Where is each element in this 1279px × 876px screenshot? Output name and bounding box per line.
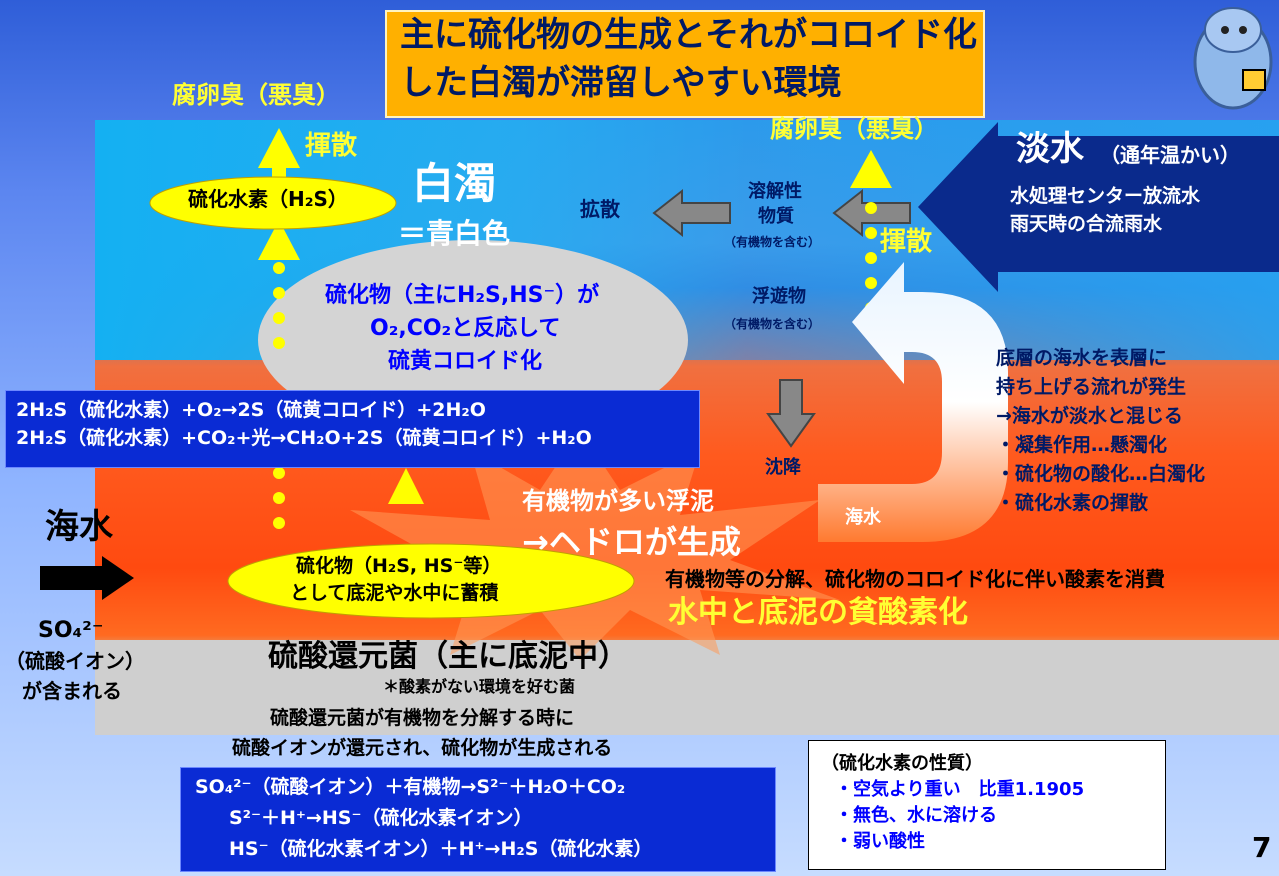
- white-turbid-subtitle: ＝青白色: [398, 217, 511, 250]
- sediment-layer: [95, 640, 1279, 735]
- sulfate-line1: SO₄²⁻: [38, 618, 104, 643]
- settling-arrow: [766, 379, 816, 448]
- settling-label: 沈降: [765, 457, 801, 478]
- freshwater-line2: 雨天時の合流雨水: [1010, 213, 1163, 235]
- reaction-top-line2: 2H₂S（硫化水素）+CO₂+光→CH₂O+2S（硫黄コロイド）+H₂O: [16, 426, 592, 449]
- seawater-small-label: 海水: [845, 507, 881, 528]
- srb-line1: 硫酸還元菌が有機物を分解する時に: [270, 707, 575, 729]
- mascot-icon: [1193, 7, 1273, 110]
- reactions-top-box: 2H₂S（硫化水素）+O₂→2S（硫黄コロイド）+2H₂O 2H₂S（硫化水素）…: [5, 390, 700, 468]
- colloid-line3: 硫黄コロイド化: [388, 349, 543, 374]
- dissolved-line2: 物質: [758, 206, 794, 227]
- reaction-top-line1: 2H₂S（硫化水素）+O₂→2S（硫黄コロイド）+2H₂O: [16, 399, 486, 421]
- freshwater-line1: 水処理センター放流水: [1010, 185, 1201, 207]
- srb-note: ＊酸素がない環境を好む菌: [383, 677, 576, 696]
- suspended-note: （有機物を含む）: [724, 317, 821, 331]
- sulfide-up-arrow: [388, 468, 424, 504]
- reactions-bottom-box: SO₄²⁻（硫酸イオン）＋有機物→S²⁻＋H₂O＋CO₂ S²⁻＋H⁺→HS⁻（…: [180, 767, 776, 872]
- srb-title: 硫酸還元菌（主に底泥中）: [268, 639, 628, 674]
- reaction-bottom-line3: HS⁻（硫化水素イオン）＋H⁺→H₂S（硫化水素）: [229, 838, 653, 860]
- h2s-oval-shape: [149, 176, 397, 230]
- upwelling-line: ・硫化水素の揮散: [996, 492, 1149, 514]
- dissolved-note: （有機物を含む）: [724, 235, 821, 249]
- upwelling-line: 持ち上げる流れが発生: [996, 376, 1187, 398]
- properties-title: （硫化水素の性質）: [821, 753, 983, 774]
- diffusion-label: 拡散: [580, 197, 620, 221]
- freshwater-title: 淡水: [1016, 129, 1084, 169]
- suspended-line1: 浮遊物: [752, 286, 806, 307]
- reaction-bottom-line1: SO₄²⁻（硫酸イオン）＋有機物→S²⁻＋H₂O＋CO₂: [195, 776, 626, 798]
- upwelling-arrow: [818, 262, 1008, 542]
- sulfate-line3: が含まれる: [22, 679, 122, 703]
- seawater-arrow: [40, 556, 134, 600]
- sulfide-line2: として底泥や水中に蓄積: [290, 582, 499, 604]
- volatilize-right-label: 揮散: [880, 227, 933, 257]
- diffusion-arrow: [652, 188, 731, 238]
- upwelling-line: 底層の海水を表層に: [996, 347, 1168, 369]
- reaction-bottom-line2: S²⁻＋H⁺→HS⁻（硫化水素イオン）: [229, 807, 533, 829]
- property-item: ・無色、水に溶ける: [835, 805, 997, 827]
- sulfide-line1: 硫化物（H₂S, HS⁻等）: [296, 555, 502, 577]
- freshwater-arrow: [918, 122, 1279, 292]
- volatilize-left-label: 揮散: [305, 131, 358, 161]
- upwelling-line: →海水が淡水と混じる: [996, 405, 1183, 427]
- dissolved-line1: 溶解性: [748, 181, 802, 202]
- colloid-line1: 硫化物（主にH₂S,HS⁻）が: [325, 283, 600, 308]
- colloid-line2: O₂,CO₂と反応して: [370, 316, 561, 341]
- title-box: [385, 10, 985, 118]
- title-line2: した白濁が滞留しやすい環境: [400, 63, 842, 103]
- property-item: ・空気より重い 比重1.1905: [835, 779, 1085, 801]
- properties-box: （硫化水素の性質） ・空気より重い 比重1.1905 ・無色、水に溶ける ・弱い…: [808, 740, 1166, 870]
- h2s-oval-label: 硫化水素（H₂S）: [188, 187, 348, 211]
- upwelling-text: 底層の海水を表層に 持ち上げる流れが発生 →海水が淡水と混じる ・凝集作用…懸濁…: [996, 344, 1205, 518]
- srb-line2: 硫酸イオンが還元され、硫化物が生成される: [232, 737, 613, 759]
- title-line1: 主に硫化物の生成とそれがコロイド化: [400, 15, 977, 55]
- freshwater-title-note: （通年温かい）: [1100, 143, 1240, 167]
- oxygen-consumption-label: 有機物等の分解、硫化物のコロイド化に伴い酸素を消費: [665, 567, 1165, 591]
- sulfide-oval-shape: [227, 543, 635, 619]
- sludge-burst-shape: [330, 430, 840, 660]
- upwelling-line: ・凝集作用…懸濁化: [996, 434, 1168, 456]
- white-turbid-title: 白濁: [412, 159, 497, 208]
- odor-right-label: 腐卵臭（悪臭）: [770, 115, 938, 143]
- property-item: ・弱い酸性: [835, 831, 925, 853]
- upwelling-line: ・硫化物の酸化…白濁化: [996, 463, 1206, 485]
- seawater-big-label: 海水: [45, 507, 113, 547]
- page-number: 7: [1252, 831, 1272, 864]
- odor-left-label: 腐卵臭（悪臭）: [172, 81, 340, 109]
- sludge-line1: 有機物が多い浮泥: [522, 487, 714, 515]
- hypoxia-label: 水中と底泥の貧酸素化: [668, 595, 968, 630]
- sulfate-line2: （硫酸イオン）: [5, 649, 145, 673]
